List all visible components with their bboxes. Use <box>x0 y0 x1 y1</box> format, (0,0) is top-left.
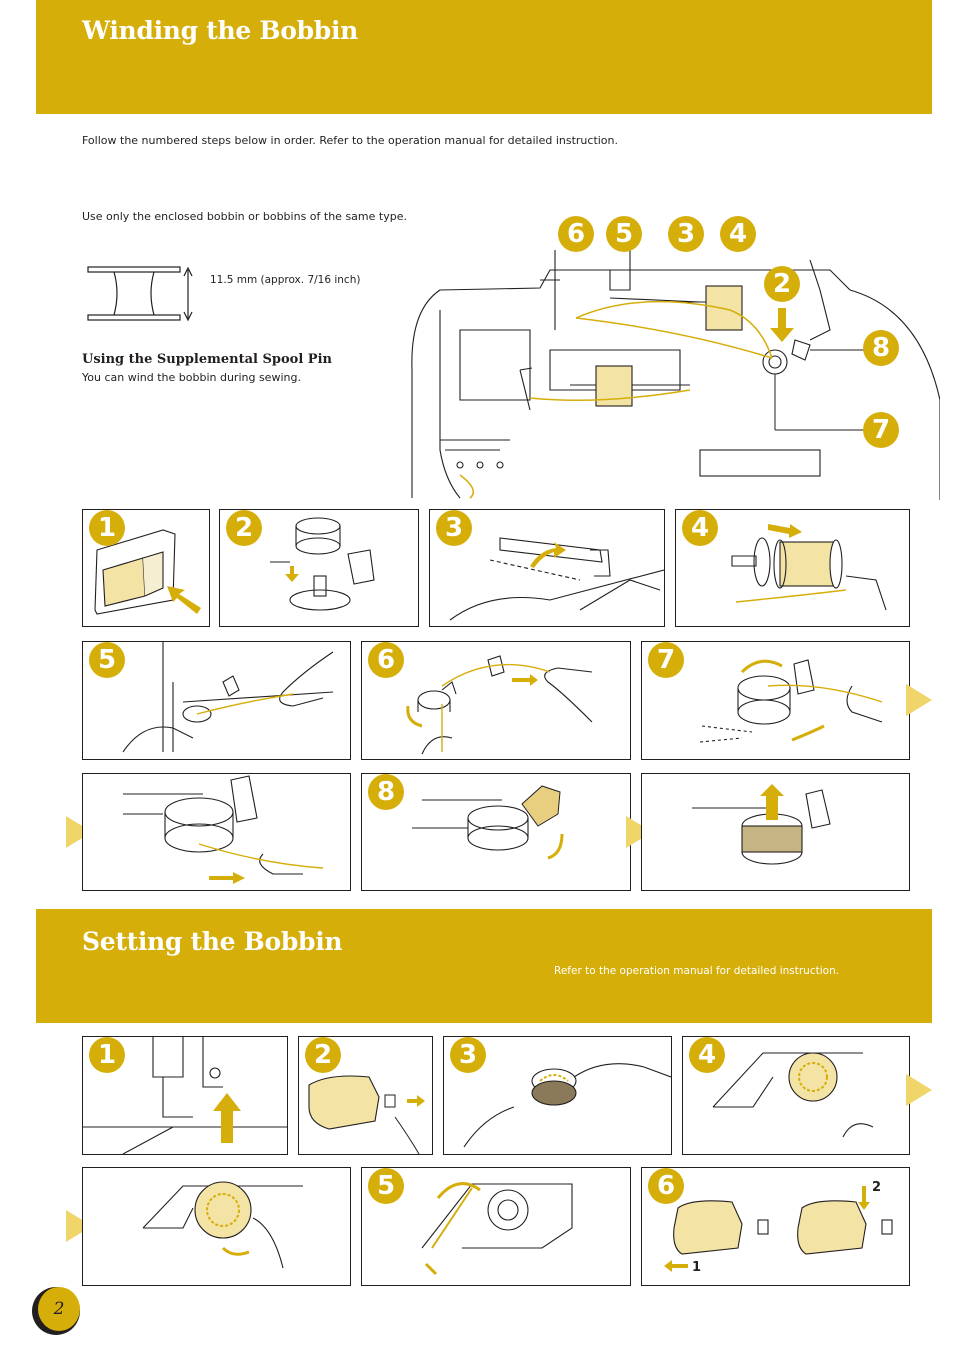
diagram-label-5: 5 <box>606 216 642 252</box>
setting-step-2-number: 2 <box>305 1037 341 1073</box>
diagram-label-3: 3 <box>668 216 704 252</box>
winding-step-8b-panel <box>641 773 910 891</box>
setting-step-4b-panel <box>82 1167 351 1286</box>
diagram-label-4: 4 <box>720 216 756 252</box>
step6-label-2: 2 <box>872 1180 882 1195</box>
setting-step-4-panel: 4 <box>682 1036 910 1155</box>
winding-step-8-panel: 8 <box>361 773 631 891</box>
setting-step-1-number: 1 <box>89 1037 125 1073</box>
setting-intro: Refer to the operation manual for detail… <box>554 965 840 977</box>
winding-step-4-panel: 4 <box>675 509 910 627</box>
next-arrow-icon <box>906 684 932 716</box>
setting-header-band: Setting the Bobbin <box>36 909 932 1023</box>
diagram-label-8: 8 <box>863 330 899 366</box>
machine-top-diagram <box>411 250 940 500</box>
winding-step-7-panel: 7 <box>641 641 910 760</box>
diagram-label-7: 7 <box>863 412 899 448</box>
bobbin-dimension-drawing <box>87 266 193 322</box>
winding-step-7-number: 7 <box>648 642 684 678</box>
winding-title: Winding the Bobbin <box>82 16 359 45</box>
winding-step-6-panel: 6 <box>361 641 631 760</box>
setting-step-5-panel: 5 <box>361 1167 631 1286</box>
setting-step-6-panel: 6 2 1 <box>641 1167 910 1286</box>
page-number-badge: 2 <box>32 1287 80 1335</box>
setting-step-2-panel: 2 <box>298 1036 433 1155</box>
setting-step-1-panel: 1 <box>82 1036 288 1155</box>
winding-intro: Follow the numbered steps below in order… <box>82 134 619 147</box>
next-arrow-icon <box>906 1074 932 1106</box>
setting-step-3-panel: 3 <box>443 1036 672 1155</box>
page-number: 2 <box>38 1287 80 1331</box>
diagram-label-6: 6 <box>558 216 594 252</box>
winding-step-5-panel: 5 <box>82 641 351 760</box>
winding-step-1-number: 1 <box>89 510 125 546</box>
bobbin-note: Use only the enclosed bobbin or bobbins … <box>82 210 407 223</box>
winding-step-6-number: 6 <box>368 642 404 678</box>
bobbin-dimension: 11.5 mm (approx. 7/16 inch) <box>210 274 361 286</box>
winding-step-7b-panel <box>82 773 351 891</box>
step6-label-1: 1 <box>692 1260 702 1275</box>
setting-step-3-number: 3 <box>450 1037 486 1073</box>
winding-step-3-number: 3 <box>436 510 472 546</box>
winding-step-2-number: 2 <box>226 510 262 546</box>
setting-step-6-number: 6 <box>648 1168 684 1204</box>
winding-header-band: Winding the Bobbin <box>36 0 932 114</box>
supp-text: You can wind the bobbin during sewing. <box>82 371 301 384</box>
setting-step-5-number: 5 <box>368 1168 404 1204</box>
winding-step-8-number: 8 <box>368 774 404 810</box>
setting-title: Setting the Bobbin <box>82 927 343 956</box>
winding-step-3-panel: 3 <box>429 509 665 627</box>
winding-step-1-panel: 1 <box>82 509 210 627</box>
supp-heading: Using the Supplemental Spool Pin <box>82 352 332 367</box>
setting-step-4-number: 4 <box>689 1037 725 1073</box>
diagram-label-2: 2 <box>764 266 800 302</box>
winding-step-2-panel: 2 <box>219 509 419 627</box>
winding-step-4-number: 4 <box>682 510 718 546</box>
winding-step-5-number: 5 <box>89 642 125 678</box>
